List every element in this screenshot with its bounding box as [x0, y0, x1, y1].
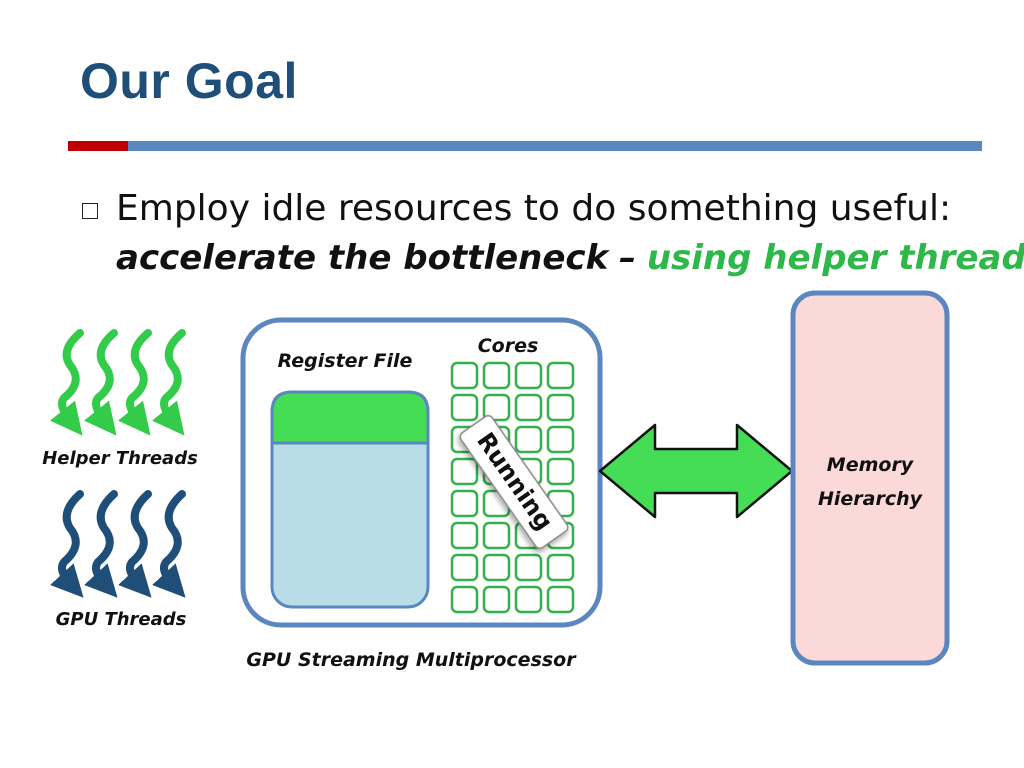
core-cell [450, 361, 479, 390]
memory-hierarchy-box [790, 290, 950, 666]
core-cell [450, 393, 479, 422]
bullet-dash: – [619, 238, 636, 278]
memory-label-line1: Memory [827, 454, 915, 476]
core-cell [546, 457, 575, 486]
core-cell [546, 425, 575, 454]
bullet-highlight: using helper threads [646, 238, 1024, 278]
cores-grid [450, 361, 575, 614]
gpu-threads-icon [50, 490, 186, 598]
bullet-square-icon [82, 203, 98, 219]
gpu-threads-label: GPU Threads [56, 609, 187, 630]
core-cell [546, 361, 575, 390]
core-cell [450, 521, 479, 550]
register-file-label: Register File [278, 350, 413, 372]
core-cell [450, 585, 479, 614]
core-cell [482, 393, 511, 422]
memory-label-line2: Hierarchy [818, 488, 924, 510]
running-tag [459, 414, 569, 550]
title-rule [128, 141, 982, 151]
double-arrow [598, 423, 794, 519]
core-cell [482, 521, 511, 550]
register-file [270, 390, 430, 609]
bullet-emphasis: accelerate the bottleneck [116, 238, 609, 278]
sm-label: GPU Streaming Multiprocessor [246, 649, 577, 671]
core-cell [514, 585, 543, 614]
slide-title: Our Goal [80, 53, 298, 109]
core-cell [514, 553, 543, 582]
bullet-emphasis-line: accelerate the bottleneck – using helper… [116, 238, 1024, 278]
core-cell [482, 361, 511, 390]
core-cell [546, 585, 575, 614]
bullet-text: Employ idle resources to do something us… [116, 188, 952, 229]
core-cell [450, 553, 479, 582]
core-cell [514, 361, 543, 390]
core-cell [546, 553, 575, 582]
helper-threads-label: Helper Threads [42, 448, 198, 469]
core-cell [482, 585, 511, 614]
core-cell [450, 489, 479, 518]
core-cell [514, 393, 543, 422]
core-cell [514, 425, 543, 454]
core-cell [450, 457, 479, 486]
helper-threads-icon [50, 329, 186, 436]
core-cell [482, 553, 511, 582]
cores-label: Cores [478, 335, 539, 357]
core-cell [546, 393, 575, 422]
title-rule-accent [68, 141, 128, 151]
